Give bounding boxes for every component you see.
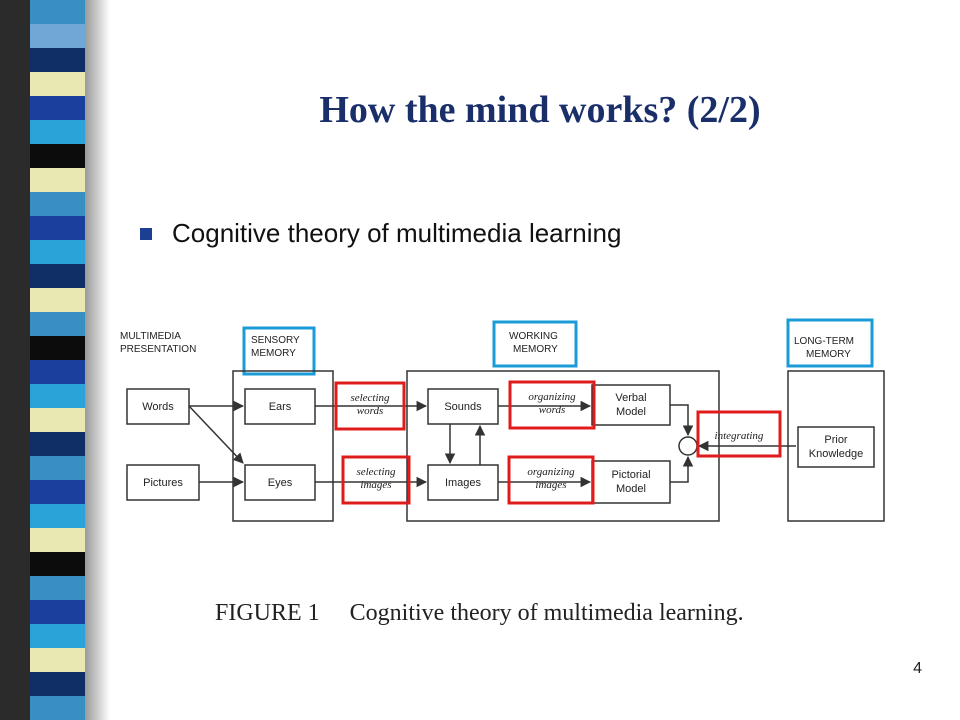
strip-block [30, 600, 85, 624]
header-sensory-highlight [242, 326, 316, 376]
organizing-images-line2: images [535, 479, 566, 491]
organizing-words-highlight [508, 380, 596, 430]
strip-block [30, 672, 85, 696]
figure-caption: FIGURE 1 Cognitive theory of multimedia l… [215, 600, 744, 627]
pictorial-model-box [591, 460, 671, 504]
organizing-images-highlight [507, 455, 595, 505]
prior-knowledge-box [797, 426, 875, 468]
strip-block [30, 360, 85, 384]
decorative-side-strip [0, 0, 110, 720]
figure-label: FIGURE 1 [215, 600, 320, 626]
pictures-label: Pictures [143, 477, 183, 489]
strip-block [30, 96, 85, 120]
strip-fade [85, 0, 110, 720]
strip-block [30, 264, 85, 288]
strip-block [30, 528, 85, 552]
strip-block [30, 216, 85, 240]
sounds-label: Sounds [444, 401, 482, 413]
organizing-words-line2: words [539, 404, 566, 416]
prior-knowledge-line2: Knowledge [809, 448, 863, 460]
header-longterm-line1: LONG-TERM [794, 336, 854, 347]
header-presentation-line2: PRESENTATION [120, 344, 196, 355]
organizing-images-line1: organizing [527, 466, 575, 478]
selecting-words-highlight [334, 381, 406, 431]
strip-block [30, 168, 85, 192]
integrating-label: integrating [715, 430, 764, 442]
prior-knowledge-line1: Prior [824, 434, 848, 446]
strip-dark-band [0, 0, 30, 720]
strip-block [30, 336, 85, 360]
header-longterm-highlight [786, 318, 874, 368]
verbal-model-line1: Verbal [615, 392, 646, 404]
ears-label: Ears [269, 401, 292, 413]
strip-block [30, 240, 85, 264]
header-sensory-line1: SENSORY [251, 335, 300, 346]
organizing-words-line1: organizing [528, 391, 576, 403]
eyes-label: Eyes [268, 477, 293, 489]
selecting-images-line2: images [360, 479, 391, 491]
strip-block [30, 696, 85, 720]
bullet-square-icon [140, 227, 152, 240]
slide-title: How the mind works? (2/2) [319, 89, 761, 131]
strip-block [30, 384, 85, 408]
header-sensory-line2: MEMORY [251, 348, 296, 359]
strip-block [30, 552, 85, 576]
strip-block [30, 0, 85, 24]
strip-block [30, 648, 85, 672]
strip-block [30, 192, 85, 216]
multimedia-learning-diagram: MULTIMEDIA PRESENTATION SENSORY MEMORY W… [120, 318, 885, 522]
selecting-words-line1: selecting [350, 392, 390, 404]
strip-color-blocks [30, 0, 85, 720]
header-longterm-line2: MEMORY [806, 349, 851, 360]
header-presentation-line1: MULTIMEDIA [120, 331, 181, 342]
strip-block [30, 48, 85, 72]
strip-block [30, 624, 85, 648]
pictures-box [126, 464, 200, 501]
strip-block [30, 408, 85, 432]
bullet-text: Cognitive theory of multimedia learning [172, 218, 622, 248]
integrating-highlight [696, 410, 782, 458]
integration-node [678, 436, 698, 456]
header-working-highlight [492, 320, 578, 368]
strip-block [30, 480, 85, 504]
verbal-model-box [591, 384, 671, 426]
strip-block [30, 576, 85, 600]
strip-block [30, 432, 85, 456]
pictorial-model-line2: Model [616, 483, 646, 495]
strip-block [30, 24, 85, 48]
strip-block [30, 288, 85, 312]
images-label: Images [445, 477, 482, 489]
strip-block [30, 456, 85, 480]
strip-block [30, 504, 85, 528]
strip-block [30, 72, 85, 96]
page-number: 4 [913, 660, 922, 677]
figure-caption-text: Cognitive theory of multimedia learning. [349, 600, 744, 626]
selecting-images-highlight [341, 455, 411, 505]
images-box [427, 464, 499, 501]
strip-block [30, 312, 85, 336]
selecting-words-line2: words [357, 405, 384, 417]
header-working-line2: MEMORY [513, 344, 558, 355]
strip-block [30, 144, 85, 168]
bullet-item: Cognitive theory of multimedia learning [140, 218, 621, 249]
words-box [126, 388, 190, 425]
pictorial-model-line1: Pictorial [611, 469, 650, 481]
verbal-model-line2: Model [616, 406, 646, 418]
sensory-memory-region [232, 370, 334, 522]
selecting-images-line1: selecting [356, 466, 396, 478]
strip-block [30, 120, 85, 144]
words-label: Words [142, 401, 174, 413]
header-working-line1: WORKING [509, 331, 558, 342]
